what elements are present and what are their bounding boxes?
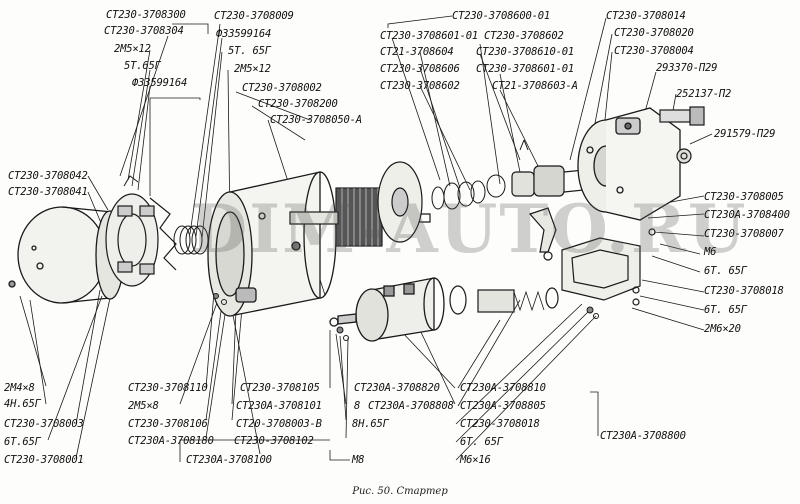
fasteners-part — [213, 293, 599, 341]
label-6t65g-right-a: 6Т. 65Г — [704, 265, 747, 277]
label-st230-3708110: СТ230-3708110 — [128, 382, 208, 394]
plunger-part — [449, 285, 559, 315]
label-2m5x8: 2М5×8 — [128, 400, 159, 412]
label-5t65g-left: 5Т.65Г — [124, 60, 161, 72]
label-st230-3708002: СТ230-3708002 — [242, 82, 322, 94]
drive-clutch-part — [511, 139, 585, 197]
label-st230-3708001: СТ230-3708001 — [4, 454, 84, 466]
label-st230-3708601-01: СТ230-3708601-01 — [380, 30, 478, 42]
label-st230-3708009: СТ230-3708009 — [214, 10, 294, 22]
label-f33599164-right: Ф33599164 — [216, 28, 272, 40]
label-st230-3708020-top: СТ230-3708020 — [614, 27, 694, 39]
label-st230a-3708101: СТ230А-3708101 — [236, 400, 322, 412]
solenoid-relay-part — [329, 277, 445, 342]
label-st230-3708304: СТ230-3708304 — [104, 25, 184, 37]
label-st230-3708018-bottom: СТ230-3708018 — [460, 418, 540, 430]
label-6t65g-left: 6Т.65Г — [4, 436, 41, 448]
label-st230-3708041: СТ230-3708041 — [8, 186, 88, 198]
label-8: 8 — [354, 400, 361, 412]
shift-lever-part — [528, 207, 557, 261]
label-st230-3708106: СТ230-3708106 — [128, 418, 208, 430]
mounting-bolt-part — [659, 106, 705, 164]
label-st230-3708007: СТ230-3708007 — [704, 228, 784, 240]
label-st230-3708018-right: СТ230-3708018 — [704, 285, 784, 297]
label-st230-3708102: СТ230-3708102 — [234, 435, 314, 447]
label-st230-3708050a: СТ230-3708050-А — [270, 114, 362, 126]
label-st230-3708014: СТ230-3708014 — [606, 10, 686, 22]
label-8n65g: 8Н.65Г — [352, 418, 389, 430]
label-st230-3708606: СТ230-3708606 — [380, 63, 460, 75]
label-4n65g: 4Н.65Г — [4, 398, 41, 410]
label-291579-p29: 291579-П29 — [714, 128, 776, 140]
label-st230a-3708808: СТ230А-3708808 — [368, 400, 454, 412]
label-252137-p2: 252137-П2 — [676, 88, 732, 100]
label-st230a-3708810: СТ230А-3708810 — [460, 382, 546, 394]
label-st230a-3708100: СТ230А-3708100 — [186, 454, 272, 466]
label-st230a-3708800: СТ230А-3708800 — [600, 430, 686, 442]
label-m6x16: М6×16 — [460, 454, 491, 466]
label-st230-3708300: СТ230-3708300 — [106, 9, 186, 21]
label-st230-3708005: СТ230-3708005 — [704, 191, 784, 203]
drive-housing-part — [577, 107, 681, 221]
brush-holder-part — [105, 175, 177, 287]
label-st230-3708200: СТ230-3708200 — [258, 98, 338, 110]
label-293370-p29: 293370-П29 — [656, 62, 718, 74]
cover-plate-part — [561, 228, 656, 306]
label-m6: М6 — [704, 246, 717, 258]
label-st230a-3708400: СТ230А-3708400 — [704, 209, 790, 221]
label-st20-3708003v: СТ20-3708003-В — [236, 418, 322, 430]
label-st230a-3708820: СТ230А-3708820 — [354, 382, 440, 394]
figure-caption: Рис. 50. Стартер — [352, 486, 448, 497]
label-st230-3708601-01b: СТ230-3708601-01 — [476, 63, 574, 75]
label-st21-3708604: СТ21-3708604 — [380, 46, 454, 58]
label-st230-3708602-top: СТ230-3708602 — [484, 30, 564, 42]
label-6t65g-right-b: 6Т. 65Г — [704, 304, 747, 316]
housing-part — [207, 171, 337, 317]
label-6t65g-bottom: 6Т. 65Г — [460, 436, 503, 448]
label-2m5x12-right: 2М5×12 — [234, 63, 271, 75]
label-st230-3708042: СТ230-3708042 — [8, 170, 88, 182]
label-2m6x20: 2М6×20 — [704, 323, 741, 335]
watermark: DIM-AUTO.RU — [190, 190, 748, 268]
label-st230-3708003: СТ230-3708003 — [4, 418, 84, 430]
drive-rings-part — [431, 174, 506, 210]
label-st230a-3708180: СТ230А-3708180 — [128, 435, 214, 447]
label-st230-3708610-01: СТ230-3708610-01 — [476, 46, 574, 58]
label-2m5x12-left: 2М5×12 — [114, 43, 151, 55]
label-st230-3708105: СТ230-3708105 — [240, 382, 320, 394]
label-st230a-3708805: СТ230А-3708805 — [460, 400, 546, 412]
label-f33599164-left: Ф33599164 — [132, 77, 188, 89]
label-2m4x8: 2М4×8 — [4, 382, 35, 394]
label-st230-3708600-01: СТ230-3708600-01 — [452, 10, 550, 22]
label-st230-3708004: СТ230-3708004 — [614, 45, 694, 57]
label-st21-3708603a: СТ21-3708603-А — [492, 80, 578, 92]
intermediate-plate-part — [377, 161, 423, 243]
label-5t65g-right: 5Т. 65Г — [228, 45, 271, 57]
label-m8: М8 — [352, 454, 365, 466]
label-st230-3708602-left: СТ230-3708602 — [380, 80, 460, 92]
